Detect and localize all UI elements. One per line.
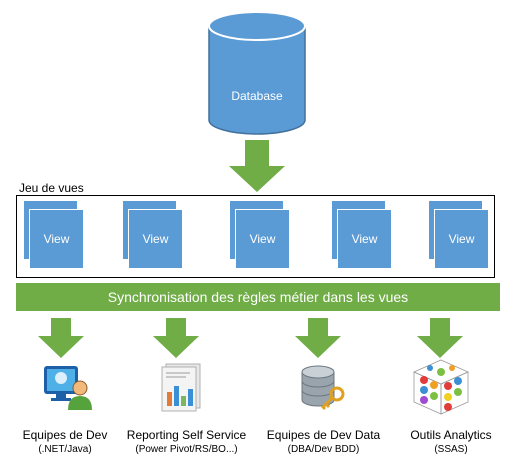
olap-cube-icon [413,359,469,415]
consumer-caption-dev: Equipes de Dev (.NET/Java) [0,428,130,457]
consumer-detail: (Power Pivot/RS/BO...) [135,444,238,455]
view-label: View [43,232,70,246]
arrow-down-icon [295,318,341,358]
arrow-down-icon [153,318,199,358]
consumer-detail: (SSAS) [434,444,468,455]
arrow-down-icon [417,318,463,358]
report-chart-icon [161,363,201,412]
consumer-caption-reporting: Reporting Self Service (Power Pivot/RS/B… [119,428,254,457]
consumer-caption-analytics: Outils Analytics (SSAS) [389,428,513,457]
arrow-down-icon [38,318,84,358]
view-label: View [249,232,276,246]
arrow-down-icon [229,140,285,192]
developer-team-icon [44,366,92,410]
view-card: View [235,209,290,269]
view-label: View [142,232,169,246]
consumer-caption-data: Equipes de Dev Data (DBA/Dev BDD) [256,428,391,457]
view-label: View [351,232,378,246]
view-card: View [434,209,489,269]
view-card: View [337,209,392,269]
sync-bar: Synchronisation des règles métier dans l… [16,283,500,311]
consumer-name: Reporting Self Service [126,428,247,442]
view-label: View [448,232,475,246]
view-card: View [29,209,84,269]
consumer-name: Equipes de Dev [22,428,108,442]
consumer-name: Equipes de Dev Data [266,428,381,442]
view-card: View [128,209,183,269]
database-cylinder-icon [208,11,306,135]
consumer-name: Outils Analytics [410,428,492,442]
views-frame [16,195,495,278]
views-title: Jeu de vues [19,181,84,195]
consumer-detail: (DBA/Dev BDD) [287,444,360,455]
database-label: Database [231,89,283,103]
database-key-icon [301,365,345,411]
consumer-detail: (.NET/Java) [38,444,92,455]
